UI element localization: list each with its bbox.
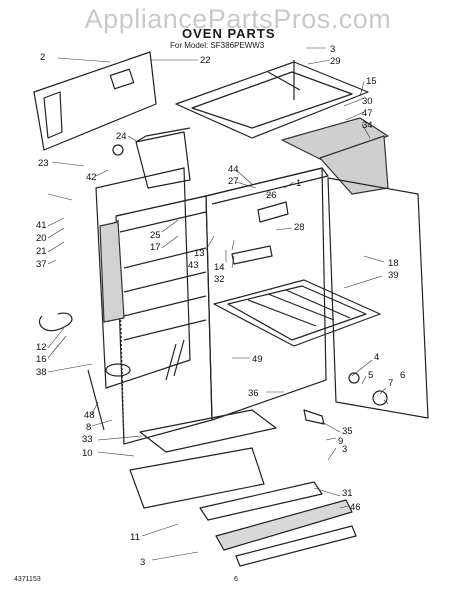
callout-30: 30: [362, 96, 373, 107]
hinge-35: [303, 409, 325, 425]
callout-5: 5: [368, 370, 373, 381]
callout-23: 23: [38, 158, 49, 169]
callout-16: 16: [36, 354, 47, 365]
strip-48: [87, 369, 105, 431]
oven-cavity-right: [205, 167, 327, 421]
callout-1: 1: [296, 178, 301, 189]
callout-14: 14: [214, 262, 225, 273]
callout-12: 12: [36, 342, 47, 353]
callout-41: 41: [36, 220, 47, 231]
footer-page: 6: [234, 576, 238, 583]
callout-29: 29: [330, 56, 341, 67]
bracket-27: [257, 201, 289, 223]
burner-valve: [112, 144, 124, 156]
knob-7: [372, 390, 388, 406]
base-rail: [235, 525, 357, 567]
callout-38: 38: [36, 367, 47, 378]
knob-4: [348, 372, 360, 384]
callout-33: 33: [82, 434, 93, 445]
callout-46: 46: [350, 502, 361, 513]
callout-28: 28: [294, 222, 305, 233]
callout-3-top: 3: [330, 44, 335, 55]
insulation-top: [281, 117, 389, 161]
callout-13: 13: [194, 248, 205, 259]
insulation-side: [319, 135, 389, 195]
vent-duct: [135, 131, 191, 189]
callout-39: 39: [388, 270, 399, 281]
callout-34: 34: [362, 120, 373, 131]
callout-2: 2: [40, 52, 45, 63]
callout-32: 32: [214, 274, 225, 285]
callout-9: 9: [338, 436, 343, 447]
watermark: AppliancePartsPros.com: [84, 4, 392, 34]
callout-4: 4: [374, 352, 379, 363]
callout-10: 10: [82, 448, 93, 459]
callout-7: 7: [388, 378, 393, 389]
drawer-panel: [129, 447, 265, 509]
callout-47: 47: [362, 108, 373, 119]
callout-37: 37: [36, 259, 47, 270]
broiler-drawer: [139, 409, 277, 453]
callout-11: 11: [130, 532, 140, 543]
callout-49: 49: [252, 354, 263, 365]
callout-17: 17: [150, 242, 161, 253]
top-panel: [175, 61, 369, 139]
callout-42: 42: [86, 172, 97, 183]
callout-27: 27: [228, 176, 239, 187]
insulation-left: [99, 221, 125, 323]
callout-43: 43: [188, 260, 199, 271]
element-8: [165, 339, 185, 381]
left-side-panel: [95, 167, 191, 389]
callout-18: 18: [388, 258, 399, 269]
callout-15: 15: [366, 76, 377, 87]
callout-44: 44: [228, 164, 239, 175]
footer-code: 4371153: [14, 576, 41, 583]
callout-22: 22: [200, 55, 211, 66]
back-panel: [33, 51, 157, 151]
callout-3-bottom: 3: [140, 557, 145, 568]
callout-21: 21: [36, 246, 47, 257]
right-side-panel: [327, 177, 429, 419]
callout-31: 31: [342, 488, 353, 499]
bracket-28: [231, 245, 273, 265]
oven-rack: [213, 279, 381, 347]
callout-3-mid: 3: [342, 444, 347, 455]
callout-35: 35: [342, 426, 353, 437]
diagram-title: OVEN PARTS: [182, 26, 276, 41]
cord-38: [105, 363, 131, 377]
callout-48: 48: [84, 410, 95, 421]
callout-36: 36: [248, 388, 259, 399]
oven-cavity-front: [115, 195, 213, 445]
kick-plate-31: [199, 481, 323, 521]
callout-26: 26: [266, 190, 277, 201]
callout-25: 25: [150, 230, 161, 241]
callout-8: 8: [86, 422, 91, 433]
callout-6: 6: [400, 370, 405, 381]
callout-24: 24: [116, 131, 127, 142]
kick-plate-46: [215, 499, 353, 551]
power-cord: [38, 312, 73, 332]
diagram-subtitle: For Model: SF386PEWW3: [170, 41, 265, 50]
callout-20: 20: [36, 233, 47, 244]
